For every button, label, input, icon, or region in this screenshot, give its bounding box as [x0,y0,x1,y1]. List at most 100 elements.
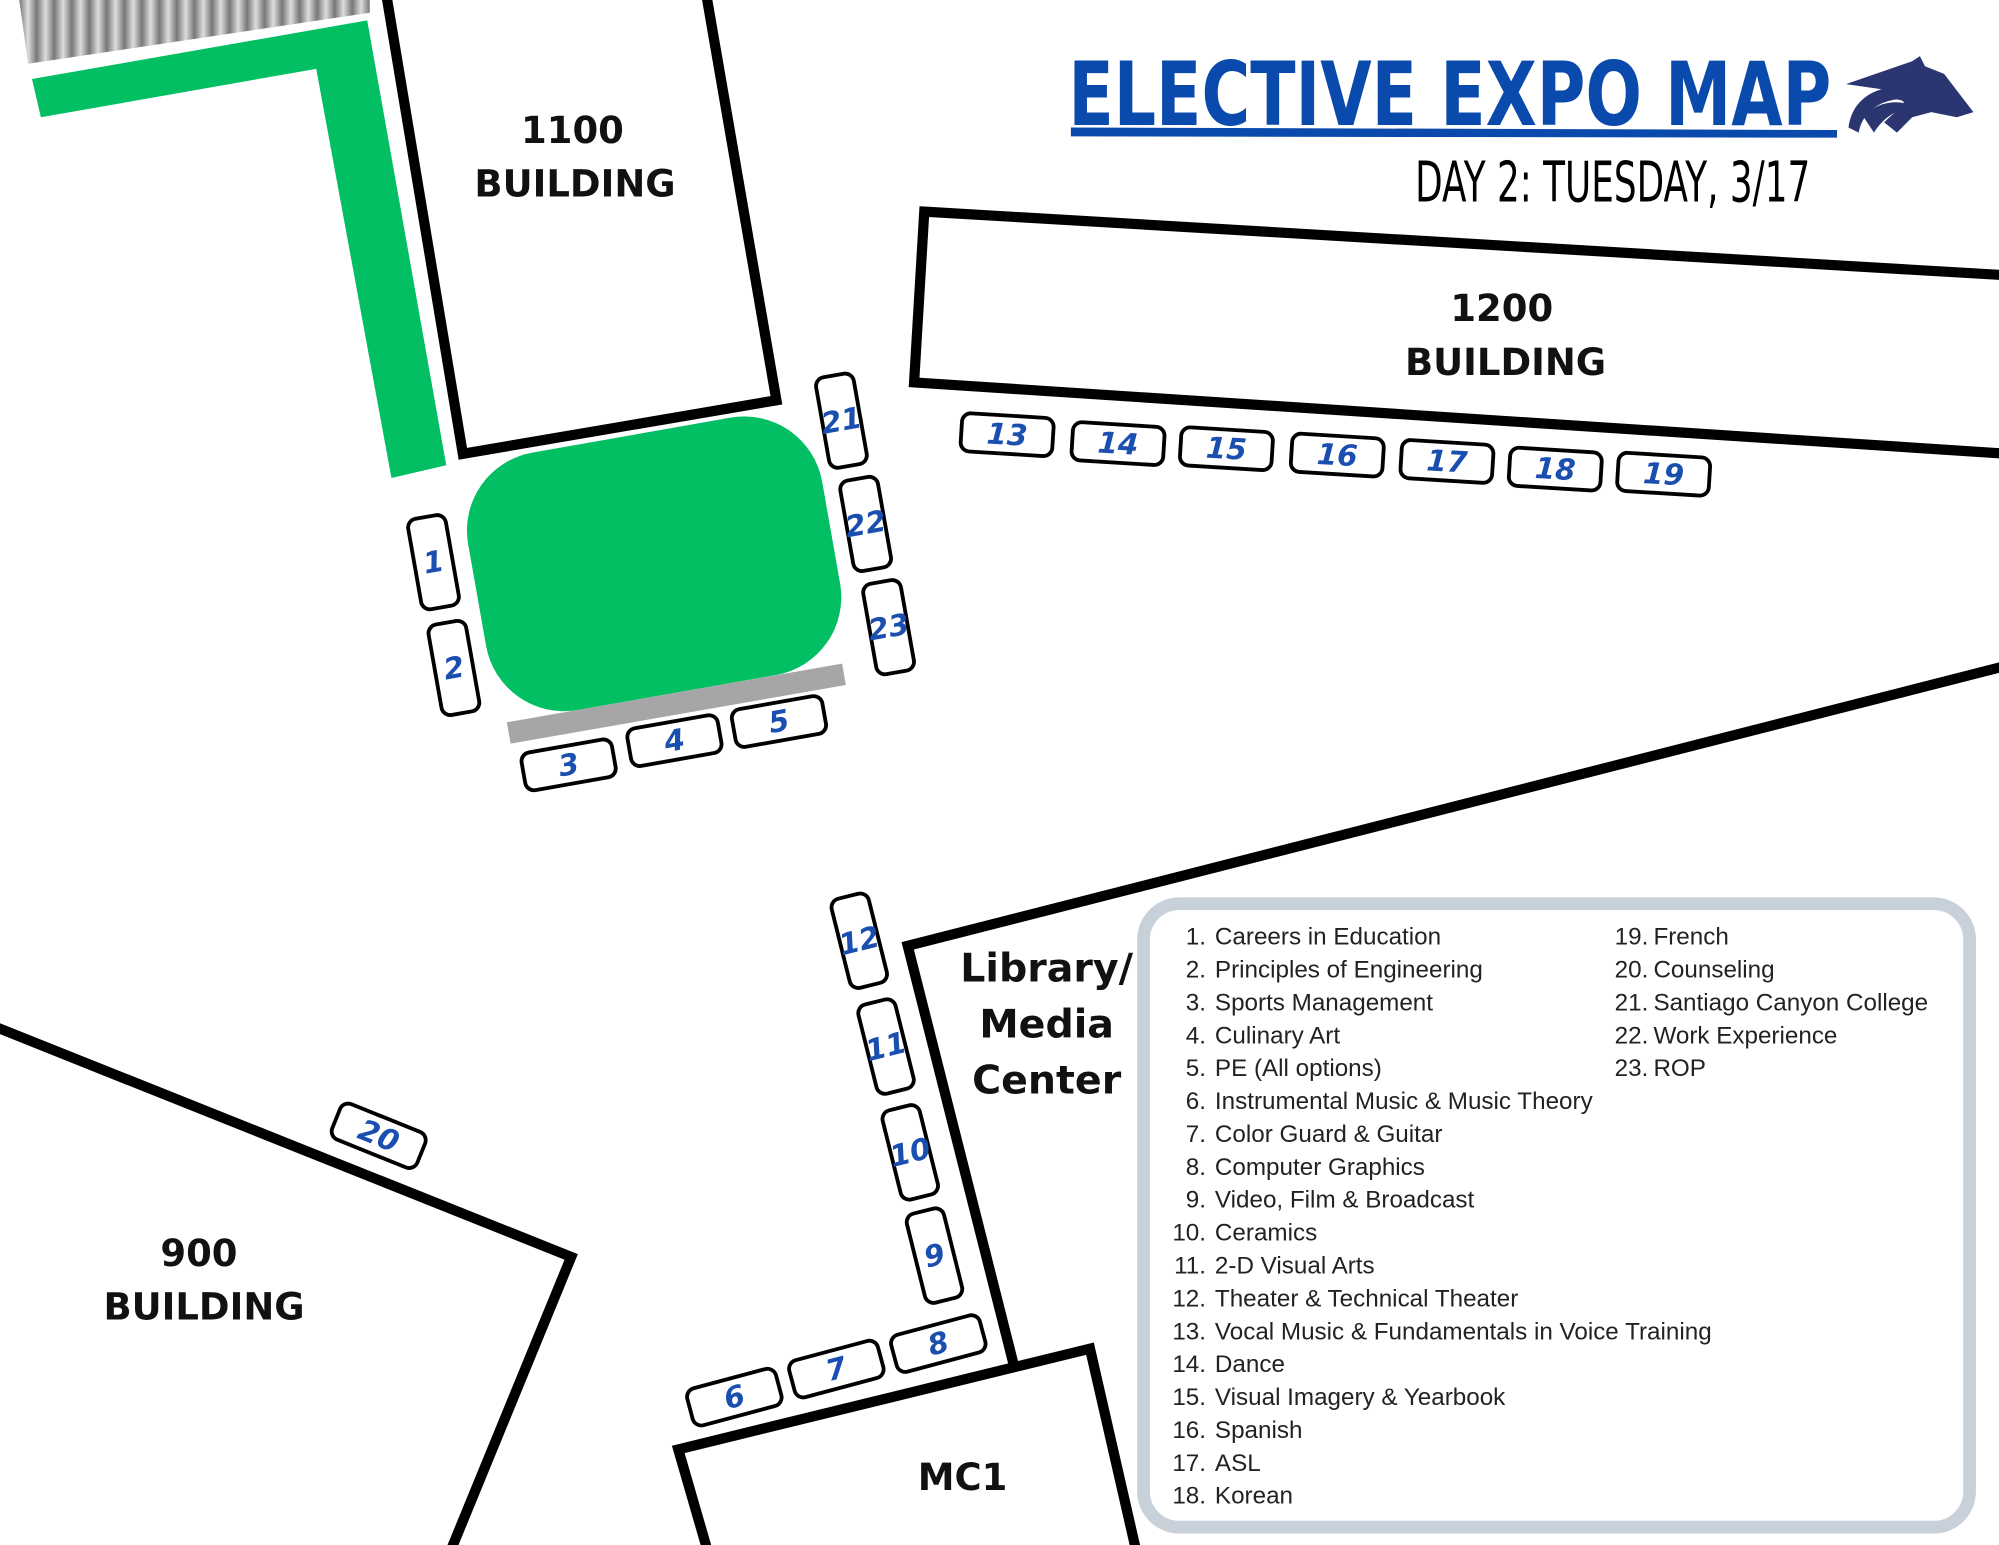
booth-outline [861,578,916,677]
legend-item-number: 12. [1172,1285,1206,1312]
legend-item-label: PE (All options) [1215,1055,1382,1082]
legend-item-number: 11. [1174,1252,1206,1279]
legend-item-label: Color Guard & Guitar [1215,1121,1442,1148]
booth-12: 12 [829,891,889,990]
green-walkway [31,20,447,479]
booth-outline [838,474,893,573]
booth-23: 23 [861,578,916,677]
building-1200 [908,206,1999,459]
booth-outline [1178,425,1275,472]
booth-7: 7 [787,1338,886,1400]
booth-outline [329,1101,428,1170]
booth-outline [1288,431,1386,479]
bleachers [19,0,370,64]
library-label-line3: Center [972,1058,1122,1104]
legend-item-label: Sports Management [1215,989,1433,1016]
legend-item-number: 9. [1186,1187,1206,1214]
booth-outline [406,513,461,612]
legend-item-label: Dance [1215,1351,1285,1378]
booth-19: 19 [1615,450,1713,498]
legend-item-label: ROP [1653,1055,1705,1082]
booth-outline [426,618,482,717]
booth-number: 14 [1097,425,1140,461]
booth-outline [729,694,828,749]
booth-number: 23 [866,607,912,648]
library-label-line2: Media [979,1002,1114,1048]
legend: 1. Careers in Education 2. Principles of En… [1172,924,1928,1510]
wolf-mascot-icon [1845,56,1974,133]
booth-outline [787,1338,886,1400]
legend-item-number: 15. [1172,1384,1206,1411]
legend-item-label: Video, Film & Broadcast [1215,1187,1475,1214]
legend-item-number: 23. [1615,1055,1649,1082]
legend-item-number: 17. [1172,1450,1206,1477]
booth-outline [829,891,889,990]
booth-5: 5 [729,694,828,749]
building-900 [0,1023,578,1545]
legend-item-label: Principles of Engineering [1215,956,1483,983]
legend-item-label: ASL [1215,1450,1261,1477]
legend-item-label: Work Experience [1653,1022,1837,1049]
booth-outline [1398,438,1496,485]
legend-item-number: 2. [1186,956,1206,983]
booth-number: 18 [1534,451,1577,487]
booth-outline [814,371,869,470]
booth-11: 11 [856,997,916,1096]
title-underline [1070,127,1838,138]
legend-item-number: 19. [1615,924,1649,951]
legend-box [1137,897,1976,1534]
booth-20: 20 [329,1101,428,1170]
booth-number: 17 [1426,443,1469,479]
building-1100-label-line2: BUILDING [474,162,675,205]
booth-outline [625,713,724,768]
legend-item-label: Korean [1215,1483,1293,1510]
booth-number: 21 [818,400,864,441]
booth-13: 13 [958,411,1056,458]
booth-6: 6 [685,1366,784,1428]
legend-item-label: Visual Imagery & Yearbook [1215,1384,1506,1411]
booth-2: 2 [426,618,482,717]
booth-outline [889,1313,988,1374]
booth-number: 19 [1642,456,1685,492]
booth-15: 15 [1178,425,1275,472]
building-1200-label-line1: 1200 [1450,287,1553,330]
library-label-line1: Library/ [960,946,1133,992]
legend-item-label: Careers in Education [1215,924,1441,951]
booth-outline [880,1103,940,1202]
booth-14: 14 [1069,420,1167,467]
booth-outline [1506,445,1604,493]
legend-item-label: Computer Graphics [1215,1154,1425,1181]
booth-3: 3 [519,737,618,793]
legend-item-number: 3. [1186,989,1206,1016]
legend-item-label: French [1653,924,1728,951]
legend-item-number: 1. [1186,924,1206,951]
legend-item-number: 10. [1172,1220,1206,1247]
legend-item-number: 16. [1172,1417,1206,1444]
booth-outline [519,737,618,793]
booth-22: 22 [838,474,893,573]
building-900-label-line1: 900 [160,1232,237,1275]
building-1200-label-line2: BUILDING [1405,341,1606,384]
legend-item-number: 18. [1172,1483,1206,1510]
legend-item-label: Instrumental Music & Music Theory [1215,1088,1594,1115]
booth-outline [1069,420,1167,467]
legend-item-number: 4. [1186,1022,1206,1049]
legend-item-label: Theater & Technical Theater [1215,1285,1518,1312]
legend-item-label: Counseling [1653,956,1774,983]
building-900-label-line2: BUILDING [103,1285,304,1328]
booth-21: 21 [814,371,869,470]
building-1100 [382,0,783,460]
field-walkway [506,663,846,744]
page-subtitle: DAY 2: TUESDAY, 3/17 [1415,150,1810,215]
legend-item-number: 8. [1186,1154,1206,1181]
legend-item-number: 22. [1615,1022,1649,1049]
booth-1: 1 [406,513,461,612]
booth-10: 10 [880,1103,940,1202]
mc1-label: MC1 [918,1456,1008,1499]
legend-item-label: Culinary Art [1215,1022,1340,1049]
legend-item-number: 14. [1172,1351,1206,1378]
building-mc1 [671,1342,1141,1545]
legend-item-number: 13. [1172,1318,1206,1345]
